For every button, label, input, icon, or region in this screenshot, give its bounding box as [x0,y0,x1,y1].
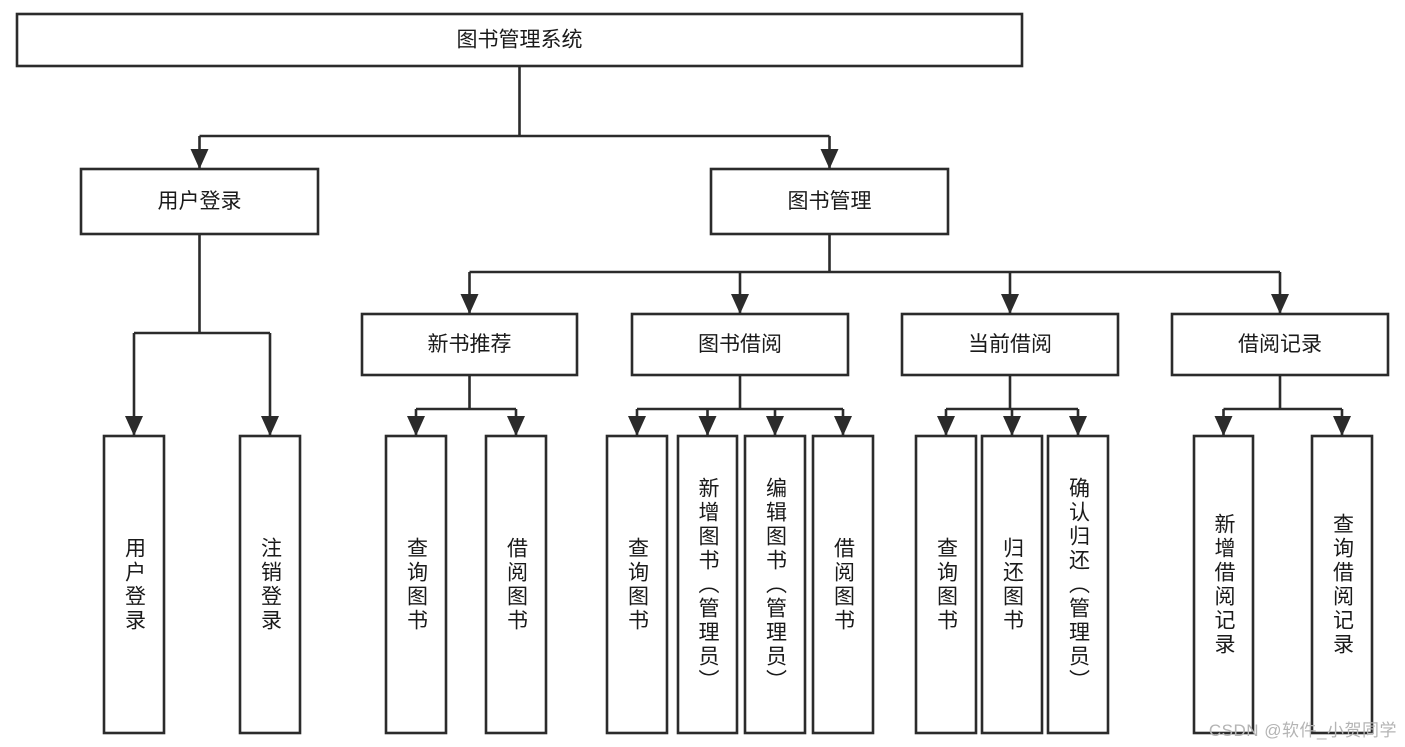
arrow-head-icon [1214,416,1233,436]
node-box-leaf-edit-book-admin[interactable] [743,434,807,735]
node-box-leaf-borrow-book-recommend[interactable] [484,434,548,735]
node-label-root: 图书管理系统 [457,29,583,52]
node-label-current-borrow: 当前借阅 [968,333,1052,356]
node-label-new-book-recommend: 新书推荐 [428,333,512,356]
arrow-head-icon [507,416,525,436]
node-box-leaf-logout-login[interactable] [238,434,302,735]
node-box-leaf-query-book-current[interactable] [914,434,978,735]
node-box-leaf-query-borrow-record[interactable] [1310,434,1374,735]
connector-layer [125,66,1351,436]
arrow-head-icon [1333,416,1351,436]
node-label-book-borrow: 图书借阅 [698,333,782,356]
node-box-layer [15,12,1390,735]
node-label-borrow-record: 借阅记录 [1238,333,1322,356]
node-box-leaf-add-book-admin[interactable] [676,434,739,735]
node-label-user-login: 用户登录 [158,190,242,213]
arrow-head-icon [261,416,279,436]
arrow-head-icon [460,294,479,314]
node-box-leaf-add-borrow-record[interactable] [1192,434,1255,735]
node-box-current-borrow[interactable] [900,312,1120,377]
node-box-book-manage[interactable] [709,167,950,236]
arrow-head-icon [125,416,143,436]
arrow-head-icon [1069,416,1087,436]
watermark-text: CSDN @软件_小贺同学 [1208,721,1397,740]
arrow-head-icon [1001,294,1019,314]
node-box-root[interactable] [15,12,1024,68]
node-box-leaf-user-login[interactable] [102,434,166,735]
node-box-leaf-query-book-borrow[interactable] [605,434,669,735]
node-label-book-manage: 图书管理 [788,190,872,213]
node-box-leaf-confirm-return-admin[interactable] [1046,434,1110,735]
node-box-leaf-return-book[interactable] [980,434,1044,735]
arrow-head-icon [628,416,646,436]
node-box-borrow-record[interactable] [1170,312,1390,377]
node-box-new-book-recommend[interactable] [360,312,579,377]
arrow-head-icon [698,416,717,436]
arrow-head-icon [834,416,852,436]
arrow-head-icon [820,149,839,169]
arrow-head-icon [190,149,209,169]
node-box-leaf-query-book-recommend[interactable] [384,434,448,735]
arrow-head-icon [766,416,784,436]
arrow-head-icon [407,416,425,436]
node-box-leaf-borrow-book[interactable] [811,434,875,735]
arrow-head-icon [1003,416,1021,436]
arrow-head-icon [937,416,955,436]
arrow-head-icon [731,294,749,314]
arrow-head-icon [1271,294,1289,314]
node-box-book-borrow[interactable] [630,312,850,377]
node-box-user-login[interactable] [79,167,320,236]
